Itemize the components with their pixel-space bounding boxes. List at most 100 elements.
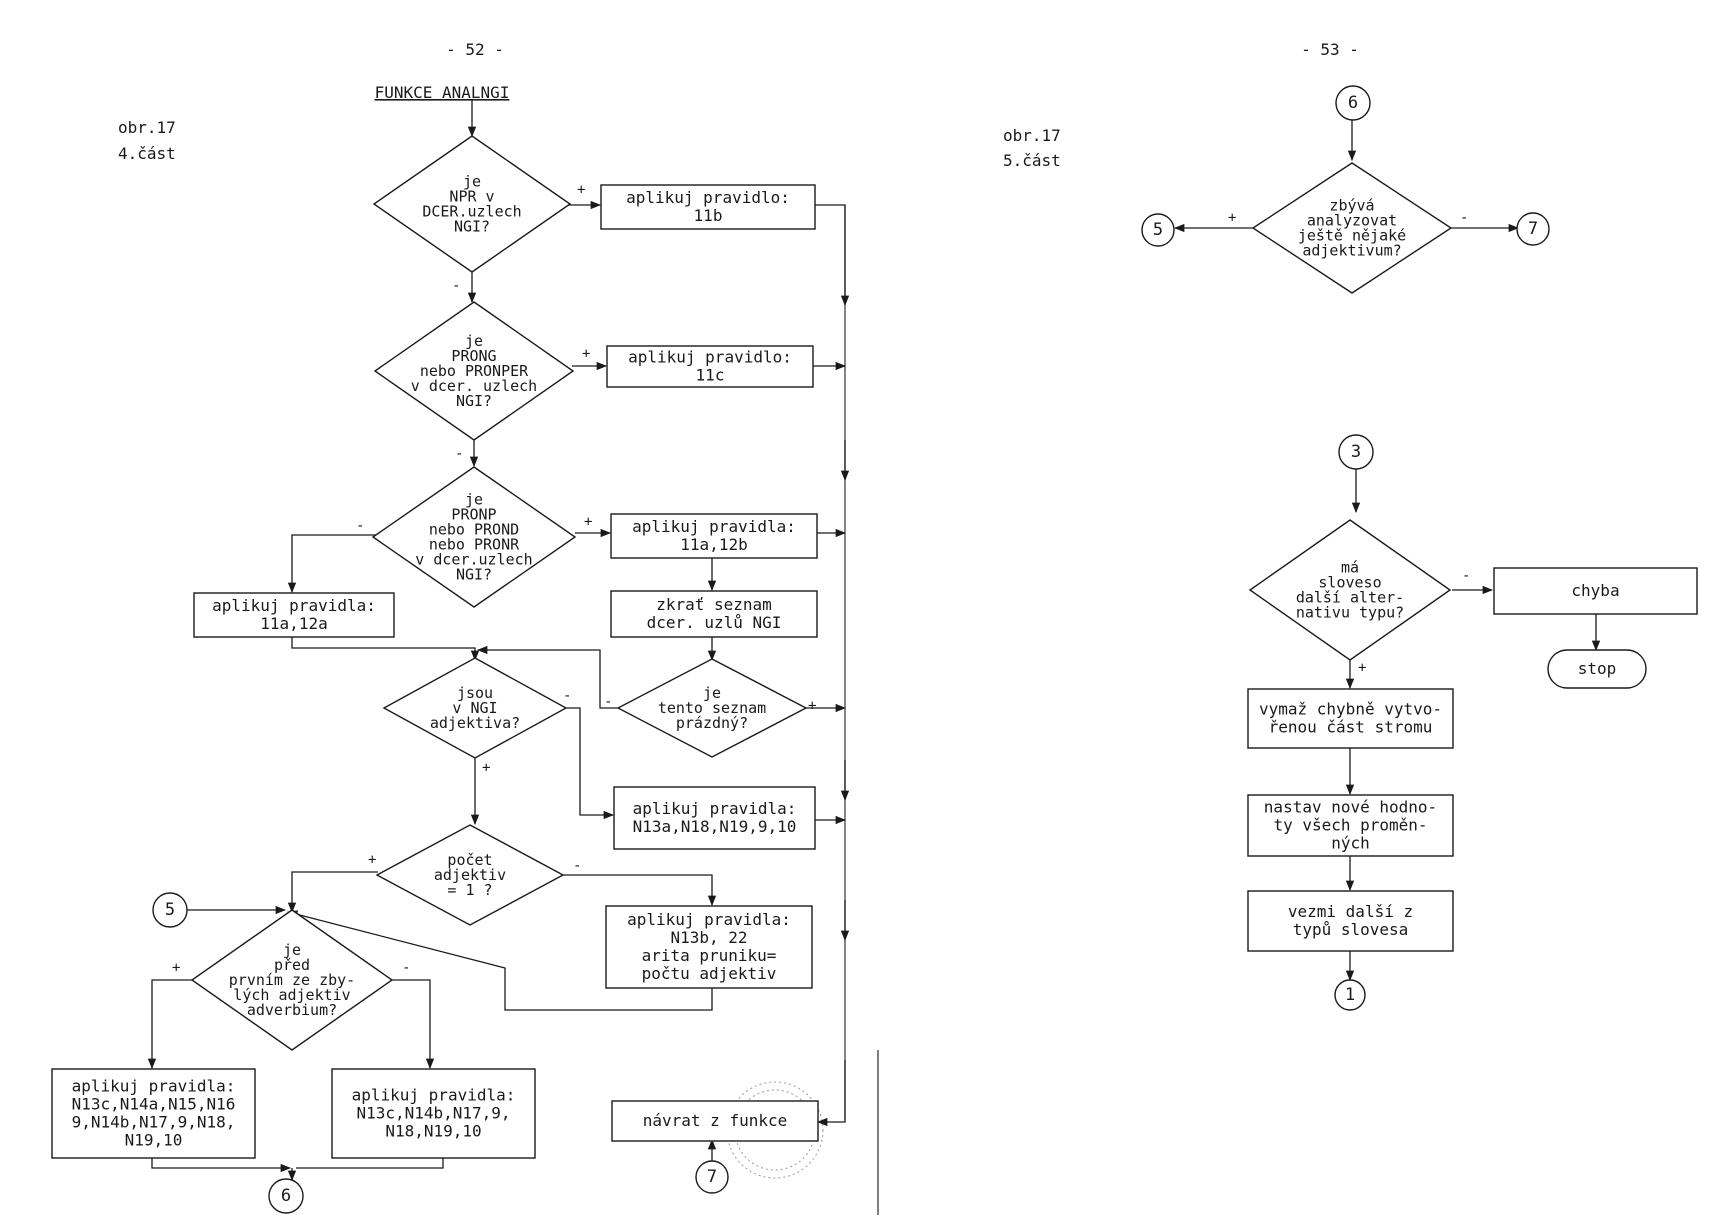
- decision-diamond: [382, 657, 568, 759]
- node-dadj-line: jsou: [457, 684, 493, 702]
- decision-diamond: [372, 135, 572, 273]
- label-dpocet-minus: -: [573, 858, 581, 874]
- right-page-number: - 53 -: [1301, 40, 1359, 59]
- decision-diamond: [616, 658, 808, 758]
- connector-circle: [152, 892, 188, 928]
- label-dsloveso-plus: +: [1358, 660, 1366, 676]
- node-b11c-line: aplikuj pravidlo:: [628, 348, 792, 367]
- label-dsloveso-minus: -: [1462, 568, 1470, 584]
- node-bnastav: nastav nové hodno-ty všech proměn-ných: [1247, 794, 1454, 857]
- node-bN13b-line: počtu adjektiv: [642, 964, 777, 983]
- node-d3-line: PRONP: [451, 506, 496, 524]
- process-box: [611, 1100, 819, 1142]
- node-dpocet-line: počet: [447, 851, 492, 869]
- node-c6a-line: 6: [281, 1186, 291, 1206]
- node-bchyba: chyba: [1493, 567, 1698, 615]
- node-c1: 1: [1334, 979, 1366, 1011]
- decision-diamond: [371, 466, 577, 608]
- node-b11a12a-line: aplikuj pravidla:: [212, 596, 376, 615]
- right-figure-label: obr.17: [1003, 126, 1061, 145]
- node-dzbyva-line: zbývá: [1329, 197, 1374, 215]
- node-bN13c_b-line: N13c,N14b,N17,9,: [356, 1104, 510, 1123]
- node-dpocet-line: adjektiv: [434, 866, 506, 884]
- process-box: [605, 905, 813, 989]
- node-c7b: 7: [1516, 212, 1550, 246]
- node-dseznam-line: tento seznam: [658, 699, 766, 717]
- edge-labels: + - + - + - - + - + + - + - + - - +: [172, 182, 1470, 976]
- process-box: [610, 590, 818, 638]
- node-bN13c_b-line: N18,N19,10: [385, 1122, 481, 1141]
- node-dadj-line: v NGI: [452, 699, 497, 717]
- node-bN13c_a-line: 9,N14b,N17,9,N18,: [72, 1113, 236, 1132]
- node-dsloveso-line: nativu typu?: [1296, 604, 1404, 622]
- label-dseznam-minus: -: [604, 694, 612, 710]
- process-box: [331, 1068, 536, 1159]
- node-d3-line: je: [465, 491, 483, 509]
- node-bzkrat-line: zkrať seznam: [656, 595, 772, 614]
- node-c7a-line: 7: [707, 1167, 717, 1187]
- node-b11a12a: aplikuj pravidla:11a,12a: [193, 592, 395, 638]
- node-b11b: aplikuj pravidlo:11b: [600, 184, 816, 230]
- node-c5a: 5: [152, 892, 188, 928]
- node-d1-line: NPR v: [449, 188, 494, 206]
- decision-diamond: [375, 824, 565, 926]
- node-bchyba-line: chyba: [1571, 581, 1619, 600]
- node-bnavrat: návrat z funkce: [611, 1100, 819, 1142]
- decision-diamond: [1251, 162, 1453, 294]
- node-bN13b-line: arita pruniku=: [642, 946, 777, 965]
- node-bN13c_a-line: N19,10: [125, 1131, 183, 1150]
- node-d2-line: PRONG: [451, 347, 496, 365]
- node-c3: 3: [1338, 434, 1374, 470]
- label-dadv-plus: +: [172, 960, 180, 976]
- node-tstop-line: stop: [1578, 659, 1617, 678]
- node-c6b-line: 6: [1348, 93, 1358, 113]
- node-dadv-line: před: [274, 956, 310, 974]
- node-tstop: stop: [1547, 649, 1647, 689]
- edge-d3-b11a12a: [287, 534, 376, 594]
- node-d3-line: v dcer.uzlech: [415, 551, 532, 569]
- node-c7a: 7: [695, 1160, 729, 1194]
- process-box: [193, 592, 395, 638]
- process-box: [1247, 794, 1454, 857]
- node-bN13a: aplikuj pravidla:N13a,N18,N19,9,10: [613, 786, 816, 850]
- node-bnavrat-line: návrat z funkce: [643, 1111, 788, 1130]
- node-d2-line: nebo PRONPER: [420, 362, 529, 380]
- edge-dadv-bN13c_a: [147, 979, 200, 1070]
- node-bN13c_b-line: aplikuj pravidla:: [352, 1086, 516, 1105]
- edge-dpocet-dadv: [287, 871, 378, 914]
- process-box: [1493, 567, 1698, 615]
- terminal-shape: [1547, 649, 1647, 689]
- node-d3-line: NGI?: [456, 566, 492, 584]
- process-box: [51, 1068, 256, 1159]
- label-dzbyva-minus: -: [1460, 210, 1468, 226]
- node-bN13a-line: aplikuj pravidla:: [633, 799, 797, 818]
- label-dzbyva-plus: +: [1228, 210, 1236, 226]
- node-b11a12b-line: 11a,12b: [680, 535, 747, 554]
- label-dpocet-plus: +: [368, 852, 376, 868]
- node-bN13a-line: N13a,N18,N19,9,10: [633, 817, 797, 836]
- decision-diamond: [1248, 519, 1452, 661]
- node-c5b-line: 5: [1153, 220, 1163, 240]
- process-box: [1247, 688, 1454, 749]
- node-dpocet-line: = 1 ?: [447, 881, 492, 899]
- node-c1-line: 1: [1345, 985, 1355, 1005]
- label-dadv-minus: -: [402, 960, 410, 976]
- node-bN13c_a-line: aplikuj pravidla:: [72, 1077, 236, 1096]
- process-box: [613, 786, 816, 850]
- connector-circle: [695, 1160, 729, 1194]
- edge-b11b-spine: [815, 204, 850, 307]
- node-dzbyva-line: ještě nějaké: [1298, 227, 1406, 245]
- node-dsloveso-line: sloveso: [1318, 574, 1381, 592]
- edge-bN13c_a-merge: [151, 1158, 292, 1173]
- node-dadj-line: adjektiva?: [430, 714, 520, 732]
- process-box: [606, 345, 814, 388]
- node-b11a12b-line: aplikuj pravidla:: [632, 517, 796, 536]
- node-bnastav-line: nastav nové hodno-: [1264, 798, 1437, 817]
- node-dadv-line: lých adjektiv: [233, 986, 350, 1004]
